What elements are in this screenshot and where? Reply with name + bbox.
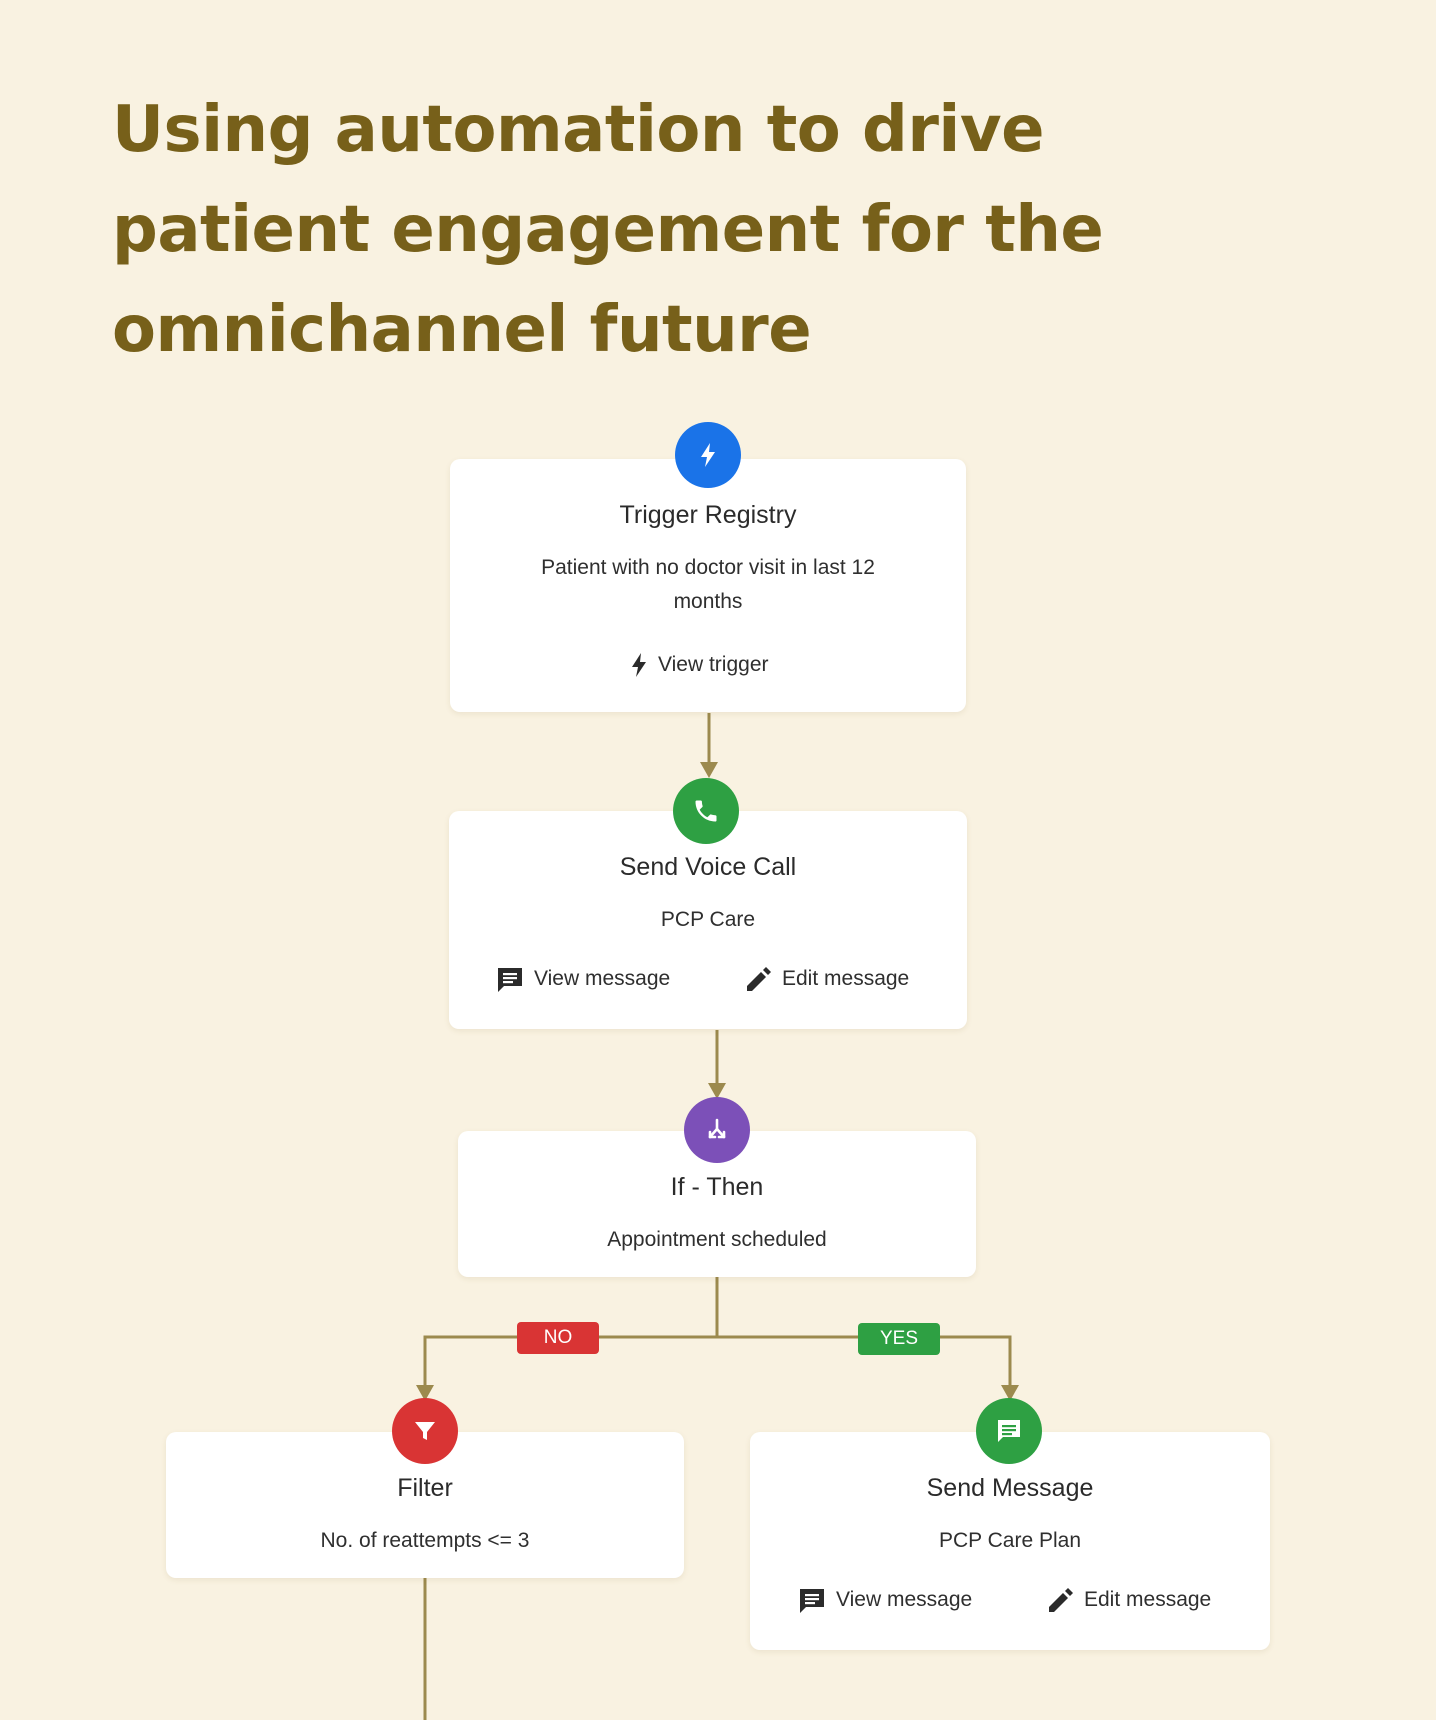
card-subtitle: Patient with no doctor visit in last 12 … [541, 556, 875, 613]
connector-yes-branch [717, 1335, 1012, 1385]
lightning-icon [632, 653, 646, 677]
message-icon [498, 968, 522, 992]
card-title: Filter [397, 1474, 453, 1502]
edit-message-button[interactable]: Edit message [1046, 1586, 1211, 1614]
card-subtitle: PCP Care Plan [938, 1529, 1082, 1552]
card-subtitle: No. of reattempts <= 3 [320, 1529, 530, 1552]
card-title: If - Then [670, 1173, 764, 1201]
branch-no-badge: NO [517, 1322, 599, 1354]
view-message-label: View message [836, 1588, 973, 1611]
edit-message-label: Edit message [782, 967, 910, 990]
branch-yes-badge: YES [858, 1323, 940, 1355]
connector-no-branch [423, 1335, 717, 1385]
view-message-label: View message [534, 967, 671, 990]
title-line-2: patient engagement for the [112, 193, 1104, 267]
message-icon [800, 1589, 824, 1613]
if-then-card[interactable]: If - Then Appointment scheduled [458, 1131, 976, 1277]
arrowhead-message [1001, 1385, 1019, 1401]
send-message-card[interactable]: Send Message PCP Care Plan View message … [750, 1432, 1270, 1650]
view-message-button[interactable]: View message [798, 1586, 972, 1614]
title-line-1: Using automation to drive [112, 93, 1044, 167]
card-title: Send Voice Call [619, 853, 797, 881]
voice-node-icon [673, 778, 739, 844]
filter-node-icon [392, 1398, 458, 1464]
branch-node-icon [684, 1097, 750, 1163]
view-trigger-label: View trigger [658, 653, 769, 676]
view-message-button[interactable]: View message [496, 965, 670, 993]
phone-icon [695, 800, 717, 822]
funnel-icon [415, 1422, 435, 1440]
chat-icon [998, 1420, 1020, 1442]
pencil-icon [1049, 1588, 1073, 1612]
card-title: Send Message [926, 1474, 1094, 1502]
lightning-icon [701, 443, 715, 467]
arrowhead-filter [416, 1385, 434, 1401]
view-trigger-button[interactable]: View trigger [630, 652, 769, 678]
arrowhead-ifthen [708, 1083, 726, 1099]
split-arrows-icon [708, 1118, 726, 1139]
card-subtitle: PCP Care [660, 908, 756, 931]
title-line-3: omnichannel future [112, 293, 812, 367]
card-subtitle: Appointment scheduled [607, 1228, 827, 1251]
card-title: Trigger Registry [619, 501, 797, 529]
trigger-node-icon [675, 422, 741, 488]
edit-message-label: Edit message [1084, 1588, 1212, 1611]
message-node-icon [976, 1398, 1042, 1464]
send-voice-call-card[interactable]: Send Voice Call PCP Care View message Ed… [449, 811, 967, 1029]
trigger-registry-card[interactable]: Trigger Registry Patient with no doctor … [450, 459, 966, 712]
pencil-icon [747, 967, 771, 991]
edit-message-button[interactable]: Edit message [744, 965, 909, 993]
arrowhead-voice [700, 762, 718, 778]
page-title: Using automation to drive patient engage… [112, 80, 1112, 380]
